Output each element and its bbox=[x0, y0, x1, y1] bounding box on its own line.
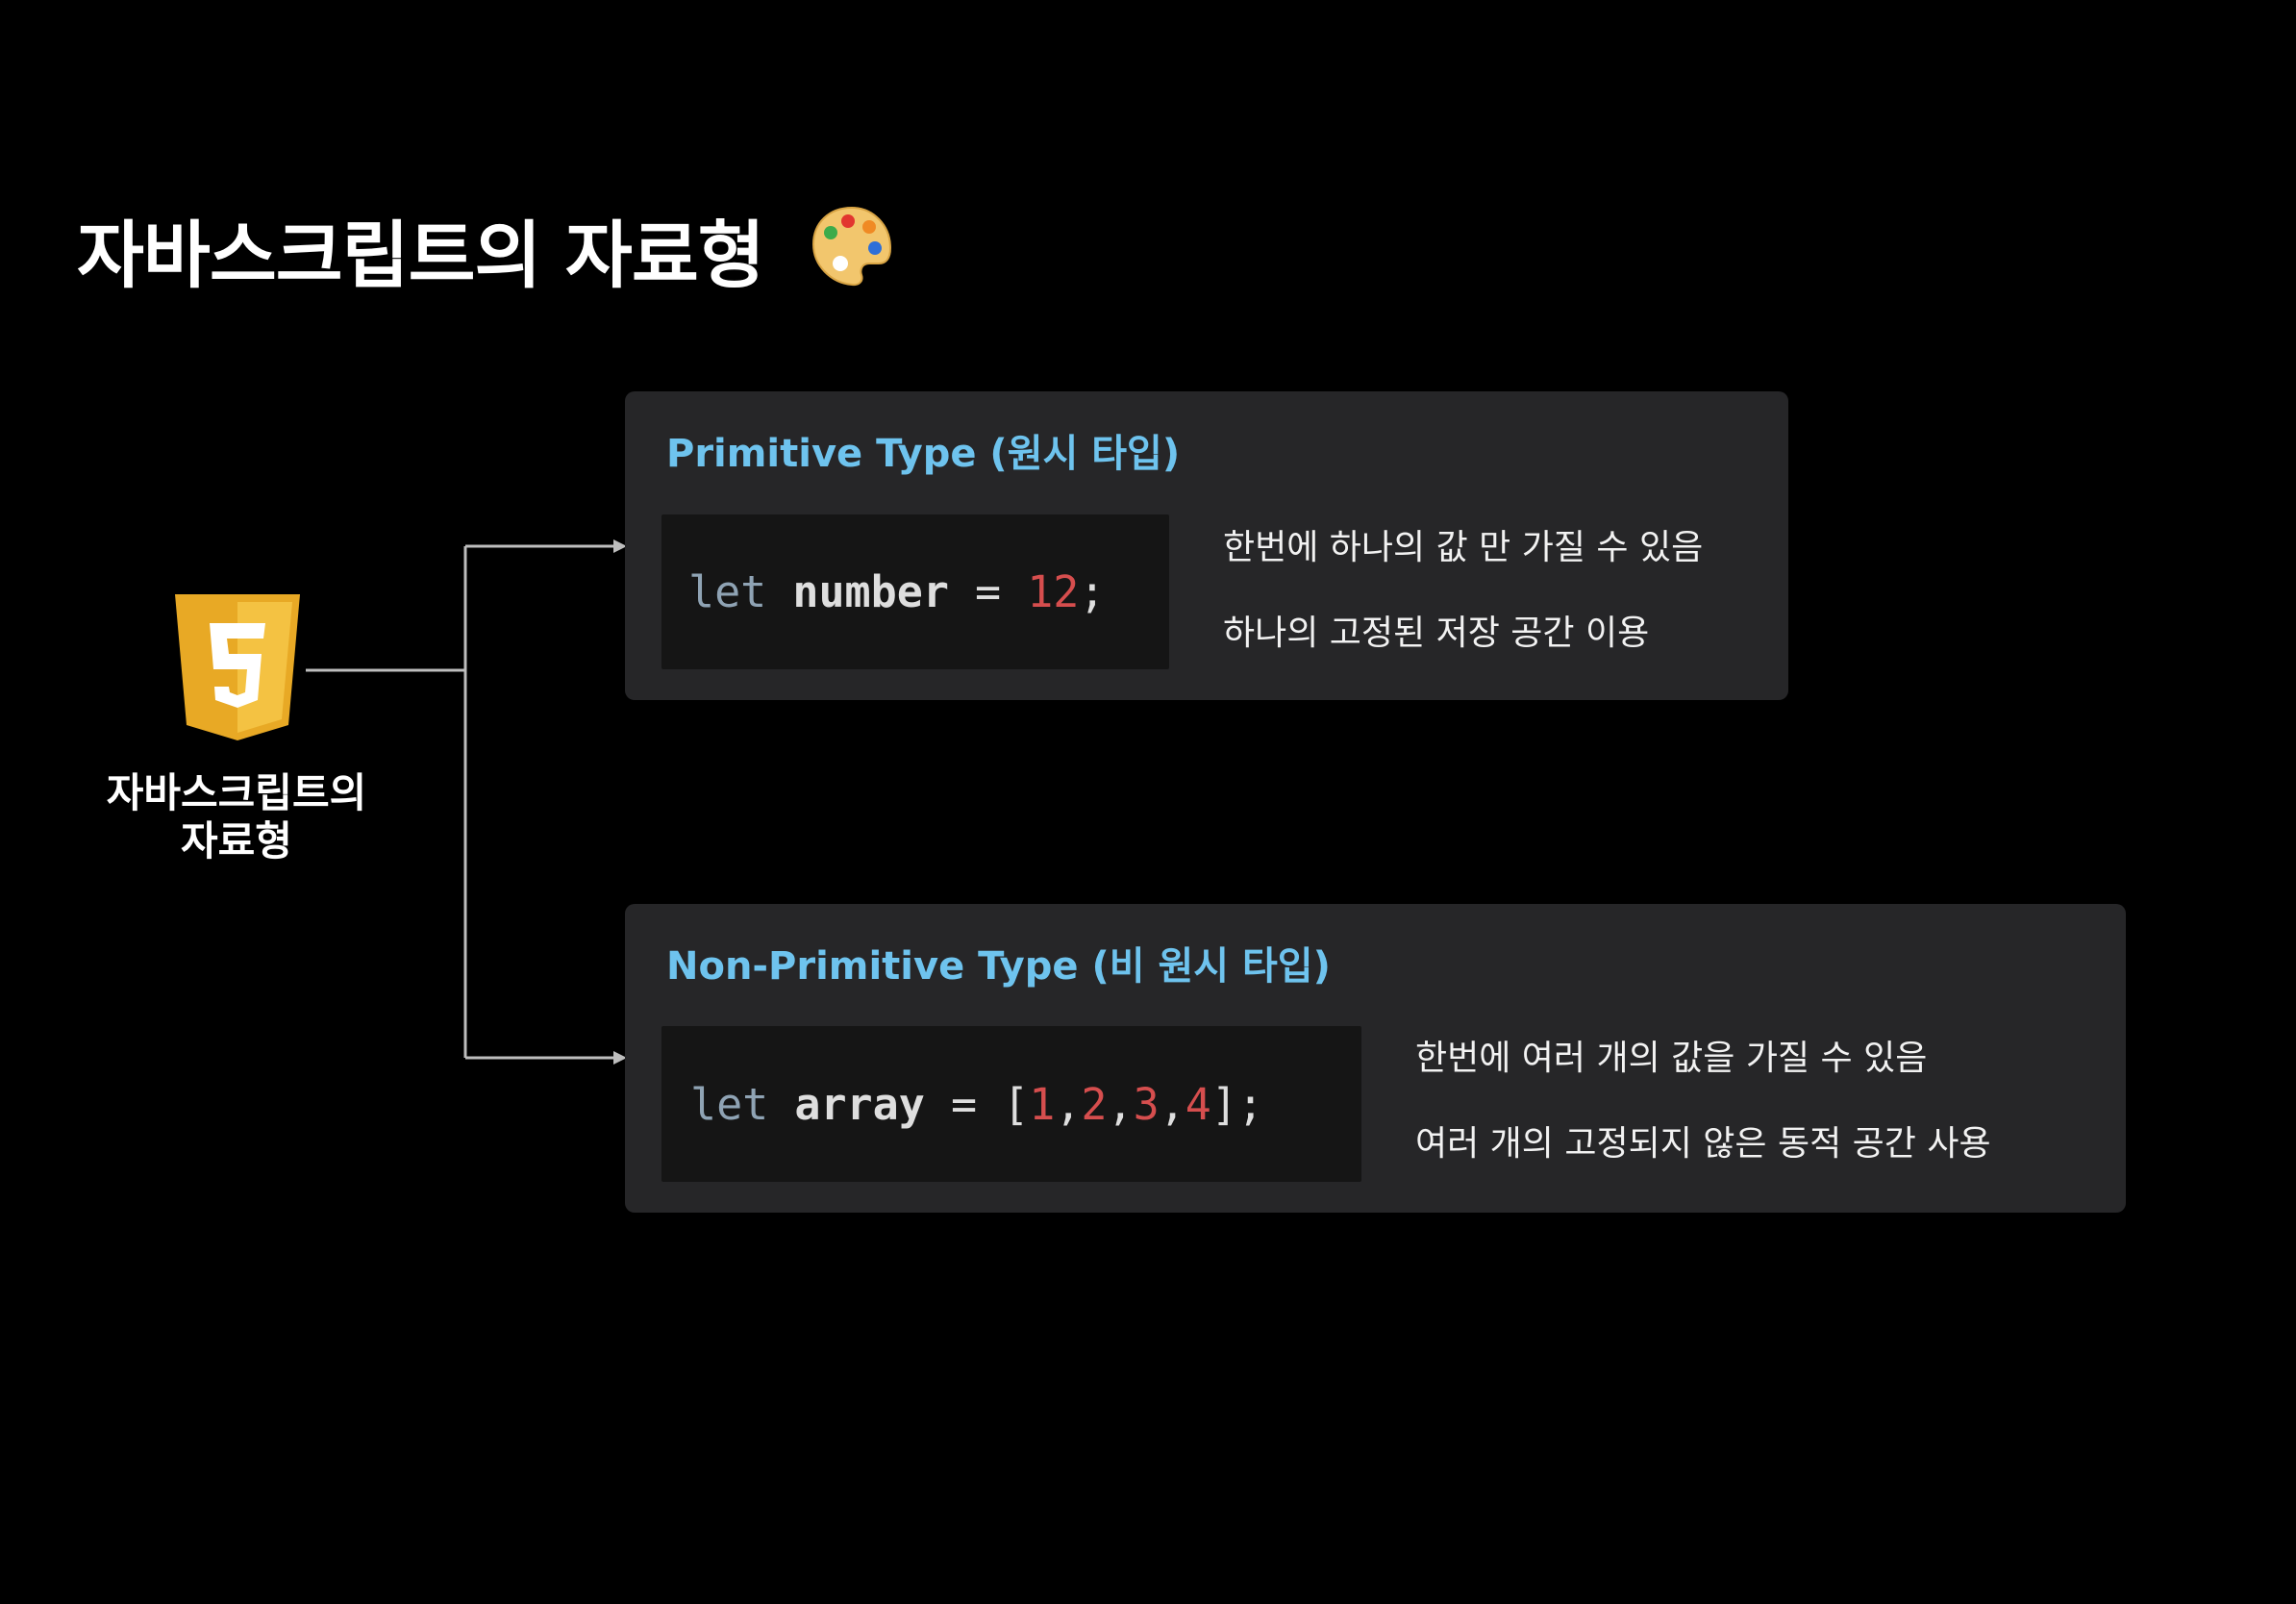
card-title: Primitive Type (원시 타입) bbox=[666, 432, 1181, 476]
code-bracket-close: ] bbox=[1210, 1078, 1237, 1130]
code-snippet: let array = [1,2,3,4]; bbox=[661, 1026, 1361, 1182]
card-title: Non-Primitive Type (비 원시 타입) bbox=[666, 944, 1331, 989]
code-terminator: ; bbox=[1236, 1078, 1264, 1130]
code-bracket-open: [ bbox=[1003, 1078, 1030, 1130]
description-line: 여러 개의 고정되지 않은 동적 공간 사용 bbox=[1415, 1124, 1991, 1164]
code-operator: = bbox=[975, 566, 1002, 617]
palette-icon bbox=[811, 206, 892, 287]
code-number: 3 bbox=[1133, 1078, 1160, 1130]
primitive-type-card: Primitive Type (원시 타입) let number = 12; … bbox=[625, 391, 1788, 700]
code-operator: = bbox=[950, 1078, 978, 1130]
code-keyword: let bbox=[688, 566, 767, 617]
code-number: 4 bbox=[1185, 1078, 1211, 1130]
code-identifier: array bbox=[794, 1078, 925, 1130]
code-separator: , bbox=[1055, 1078, 1082, 1130]
code-identifier: number bbox=[792, 566, 949, 617]
page-title: 자바스크립트의 자료형 bbox=[77, 213, 765, 298]
js-shield-logo-icon bbox=[175, 594, 300, 740]
code-snippet: let number = 12; bbox=[661, 514, 1169, 669]
code-number: 12 bbox=[1027, 566, 1080, 617]
code-number: 2 bbox=[1081, 1078, 1108, 1130]
code-number: 1 bbox=[1029, 1078, 1056, 1130]
code-terminator: ; bbox=[1079, 566, 1106, 617]
description-line: 한번에 여러 개의 값을 가질 수 있음 bbox=[1415, 1039, 1928, 1078]
code-keyword: let bbox=[690, 1078, 769, 1130]
description-line: 한번에 하나의 값 만 가질 수 있음 bbox=[1223, 528, 1704, 567]
description-line: 하나의 고정된 저장 공간 이용 bbox=[1223, 614, 1650, 653]
root-label: 자바스크립트의 자료형 bbox=[106, 769, 367, 865]
code-separator: , bbox=[1159, 1078, 1185, 1130]
code-separator: , bbox=[1107, 1078, 1134, 1130]
non-primitive-type-card: Non-Primitive Type (비 원시 타입) let array =… bbox=[625, 904, 2126, 1213]
